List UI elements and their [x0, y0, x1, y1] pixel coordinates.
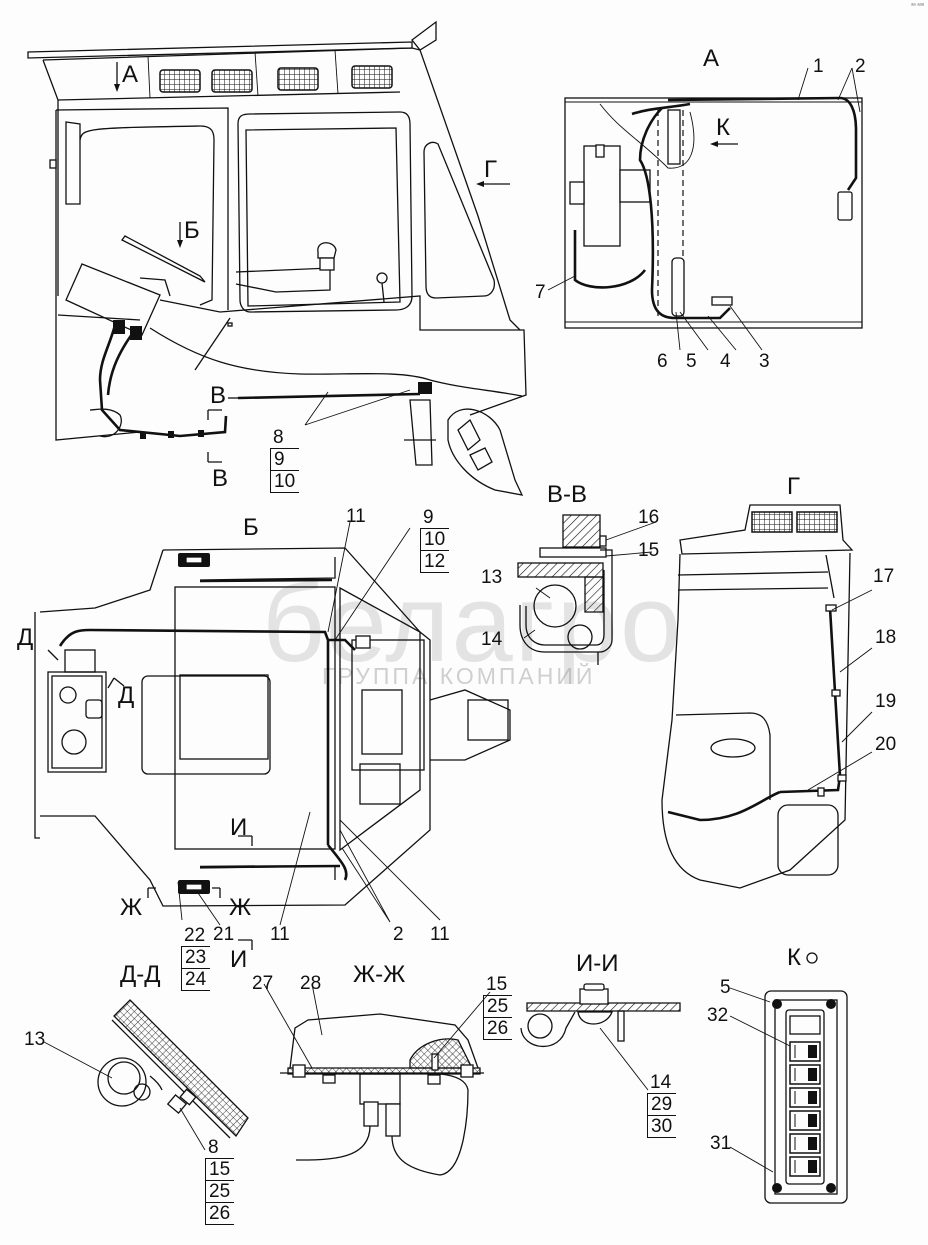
- section-zh-zh-callout-27: 27: [252, 973, 274, 994]
- cab-marker-v-bottom: В: [212, 465, 229, 492]
- switch-symbol-icon: [808, 1068, 817, 1081]
- view-k-callout-32: 32: [707, 1005, 729, 1026]
- view-b: [34, 521, 511, 950]
- view-k-callout-5: 5: [720, 977, 731, 998]
- callout-25: 25: [483, 996, 513, 1018]
- cab-side-view: [27, 20, 527, 496]
- view-b-callout-11-top: 11: [346, 506, 366, 527]
- view-b-callout-21: 21: [213, 924, 235, 945]
- section-v-v-callout-16: 16: [638, 507, 660, 528]
- view-g: [661, 504, 873, 889]
- view-b-marker-d-right: Д: [118, 682, 135, 709]
- cab-callout-stack: 8 9 10: [270, 427, 300, 493]
- callout-26: 26: [483, 1018, 513, 1040]
- callout-8: 8: [270, 427, 300, 449]
- section-d-d-callout-13: 13: [24, 1029, 46, 1050]
- callout-25: 25: [205, 1181, 235, 1203]
- view-b-stack-top: 9 10 12: [420, 507, 450, 573]
- view-g-callout-18: 18: [875, 627, 897, 648]
- view-a-callout-1: 1: [813, 56, 824, 77]
- section-v-v-callout-15: 15: [638, 540, 660, 561]
- view-b-marker-zh-right: Ж: [229, 894, 252, 921]
- section-i-i: [520, 983, 681, 1091]
- switch-symbol-icon: [808, 1091, 817, 1104]
- view-a: [547, 67, 863, 351]
- view-b-marker-i-top: И: [230, 814, 248, 841]
- view-a-callout-7: 7: [535, 282, 546, 303]
- section-i-i-title: И-И: [576, 950, 619, 977]
- callout-8: 8: [205, 1137, 235, 1159]
- switch-symbol-icon: [808, 1137, 817, 1150]
- cab-marker-g: Г: [484, 156, 497, 183]
- callout-15: 15: [205, 1159, 235, 1181]
- callout-10: 10: [270, 471, 300, 493]
- section-v-v-callout-14: 14: [481, 629, 503, 650]
- callout-29: 29: [647, 1094, 677, 1116]
- cab-marker-a: А: [122, 61, 139, 88]
- section-d-d: [43, 999, 249, 1151]
- callout-14: 14: [647, 1072, 677, 1094]
- view-b-stack-bottom: 22 23 24: [181, 925, 211, 991]
- view-g-title: Г: [787, 473, 800, 500]
- section-d-d-title: Д-Д: [120, 961, 161, 988]
- switch-symbol-icon: [808, 1045, 817, 1058]
- view-g-callout-20: 20: [875, 734, 897, 755]
- view-g-callout-17: 17: [873, 566, 895, 587]
- section-zh-zh: [263, 983, 491, 1176]
- view-b-marker-i-bottom: И: [230, 946, 248, 973]
- view-g-callout-19: 19: [875, 691, 897, 712]
- view-a-callout-3: 3: [759, 351, 770, 372]
- section-zh-zh-stack: 15 25 26: [483, 974, 513, 1040]
- view-b-callout-11-left: 11: [270, 924, 290, 945]
- section-zh-zh-callout-28: 28: [300, 973, 322, 994]
- callout-26: 26: [205, 1203, 235, 1225]
- view-a-title: А: [703, 45, 720, 72]
- view-b-marker-d-left: Д: [17, 624, 34, 651]
- switch-symbol-icon: [808, 1114, 817, 1127]
- section-v-v: [517, 514, 657, 665]
- view-b-callout-11-right: 11: [430, 924, 450, 945]
- view-k: [729, 952, 848, 1204]
- switch-symbol-icon: [808, 1160, 817, 1173]
- view-k-callout-31: 31: [710, 1133, 732, 1154]
- callout-10: 10: [420, 529, 450, 551]
- section-zh-zh-title: Ж-Ж: [353, 961, 406, 988]
- callout-22: 22: [181, 925, 211, 947]
- section-i-i-stack: 14 29 30: [647, 1072, 677, 1138]
- view-a-marker-k: К: [716, 114, 730, 141]
- view-b-marker-zh-left: Ж: [120, 894, 143, 921]
- callout-9: 9: [420, 507, 450, 529]
- view-b-title: Б: [243, 514, 259, 541]
- section-v-v-callout-13: 13: [481, 567, 503, 588]
- callout-15: 15: [483, 974, 513, 996]
- corner-mark: ᵃᵃ ᵃᵃᵃ: [911, 3, 924, 9]
- callout-9: 9: [270, 449, 300, 471]
- callout-23: 23: [181, 947, 211, 969]
- view-a-callout-6: 6: [657, 351, 668, 372]
- view-a-callout-4: 4: [720, 351, 731, 372]
- callout-30: 30: [647, 1116, 677, 1138]
- view-b-callout-2: 2: [393, 924, 404, 945]
- section-d-d-stack: 8 15 25 26: [205, 1137, 235, 1225]
- cab-marker-b: Б: [184, 217, 200, 244]
- view-a-callout-2: 2: [855, 56, 866, 77]
- cab-marker-v-top: В: [210, 382, 227, 409]
- callout-12: 12: [420, 551, 450, 573]
- callout-24: 24: [181, 969, 211, 991]
- view-k-title: К: [787, 944, 801, 971]
- section-v-v-title: В-В: [547, 481, 588, 508]
- view-a-callout-5: 5: [686, 351, 697, 372]
